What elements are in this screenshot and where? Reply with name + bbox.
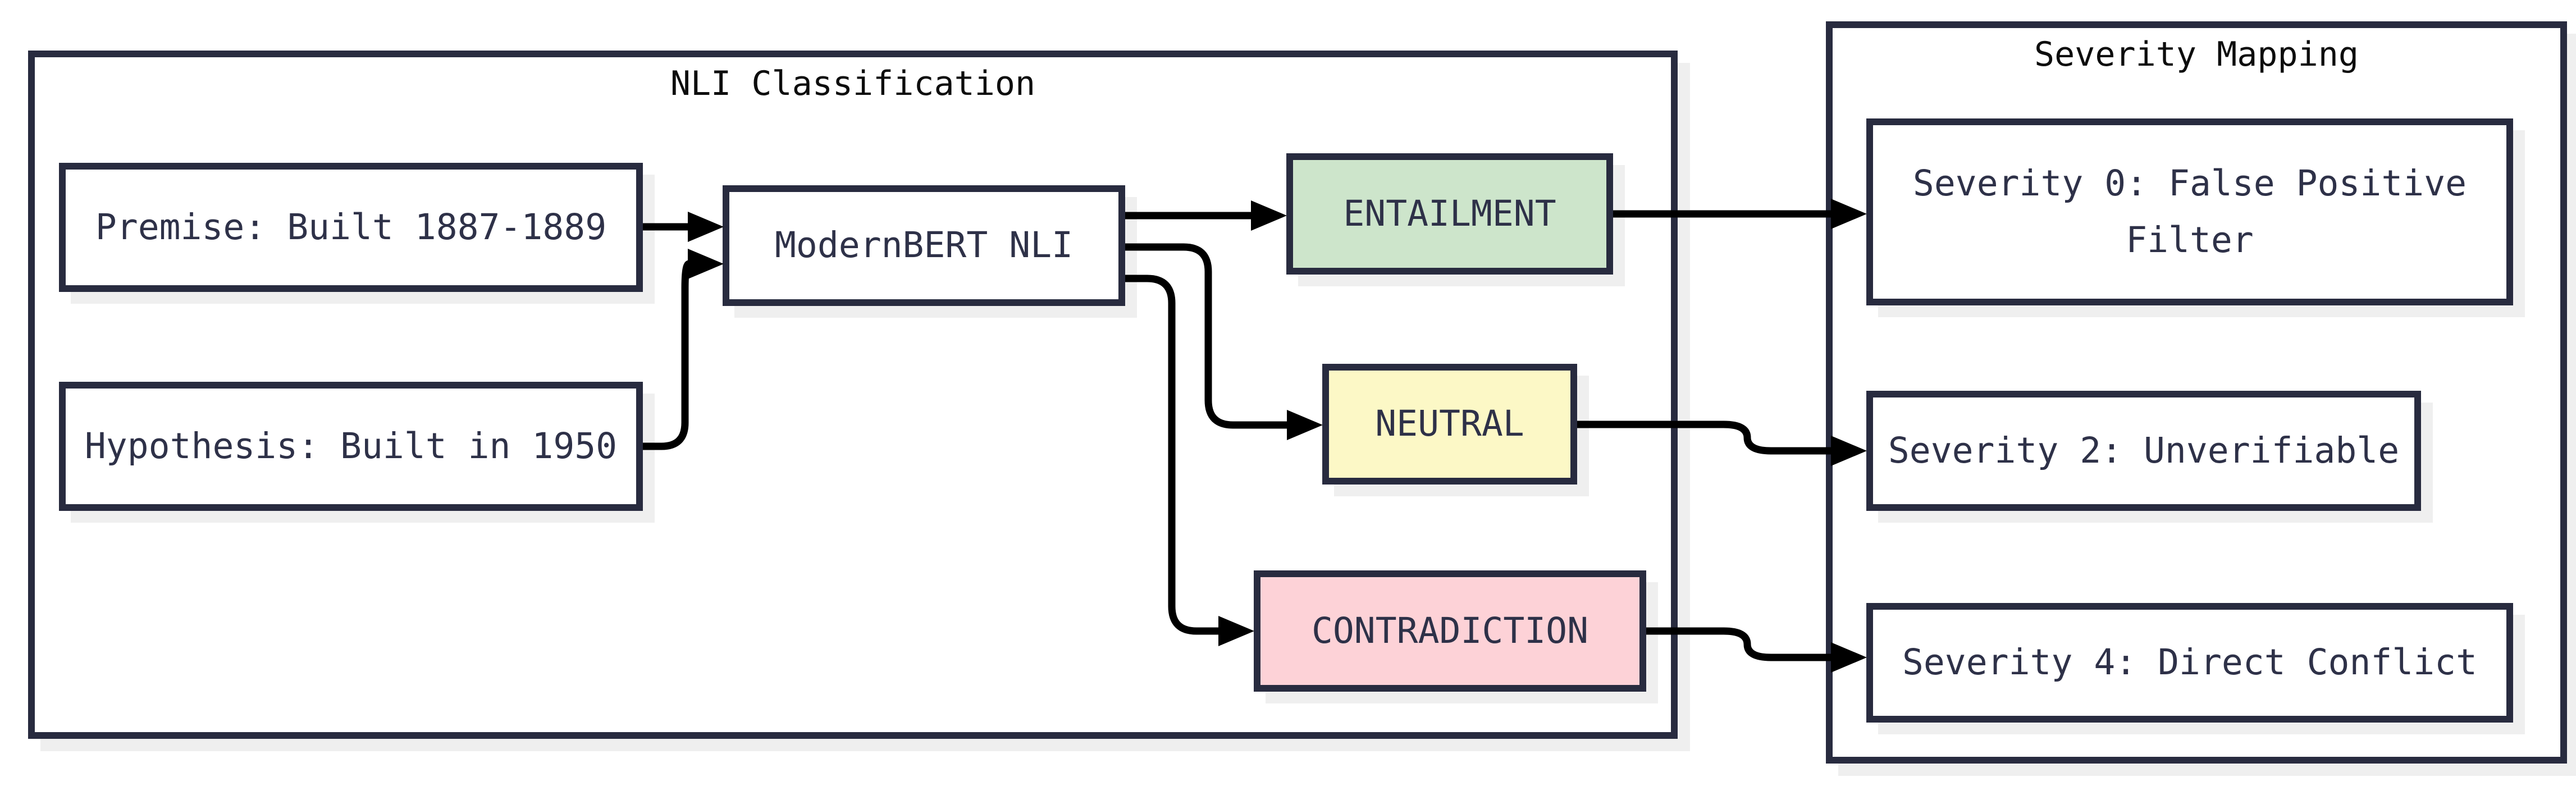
severity4-node: Severity 4: Direct Conflict: [1866, 603, 2513, 723]
contradiction-node-label: CONTRADICTION: [1311, 610, 1589, 651]
severity2-node-label: Severity 2: Unverifiable: [1888, 429, 2400, 471]
severity0-node-label-line1: Severity 0: False Positive: [1912, 162, 2467, 204]
premise-node-label: Premise: Built 1887-1889: [95, 206, 607, 248]
contradiction-node: CONTRADICTION: [1254, 570, 1646, 692]
severity-container-title: Severity Mapping: [2034, 35, 2359, 74]
severity4-node-label: Severity 4: Direct Conflict: [1902, 642, 2478, 683]
hypothesis-node-label: Hypothesis: Built in 1950: [84, 425, 618, 467]
modernbert-node-label: ModernBERT NLI: [774, 225, 1073, 266]
hypothesis-node: Hypothesis: Built in 1950: [59, 382, 643, 511]
nli-container-title: NLI Classification: [670, 64, 1036, 103]
modernbert-nli-node: ModernBERT NLI: [723, 185, 1125, 306]
entailment-node-label: ENTAILMENT: [1343, 193, 1556, 234]
severity0-node-label-line2: Filter: [2126, 219, 2254, 261]
severity2-node: Severity 2: Unverifiable: [1866, 391, 2421, 511]
entailment-node: ENTAILMENT: [1286, 153, 1613, 275]
neutral-node: NEUTRAL: [1322, 364, 1577, 485]
neutral-node-label: NEUTRAL: [1375, 403, 1524, 445]
premise-node: Premise: Built 1887-1889: [59, 163, 643, 292]
severity0-node: Severity 0: False Positive Filter: [1866, 118, 2513, 305]
